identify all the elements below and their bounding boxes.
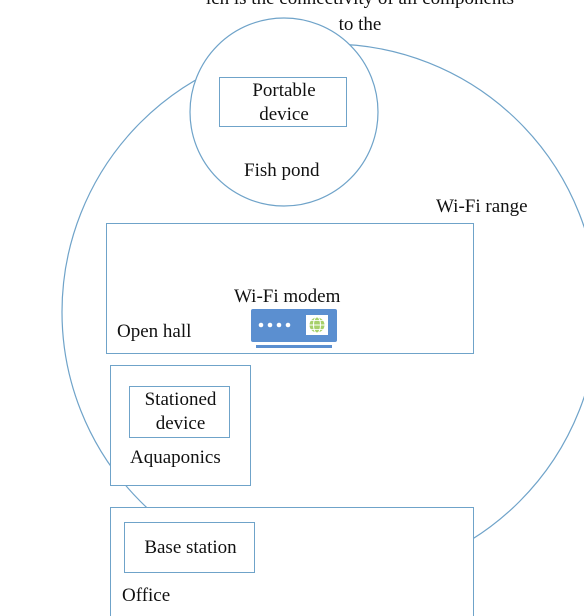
wifi-modem-icon xyxy=(251,309,337,348)
base-station-box: Base station xyxy=(124,522,255,573)
portable-device-box: Portable device xyxy=(219,77,347,127)
portable-device-label-line1: Portable xyxy=(252,80,316,101)
wifi-modem-label: Wi-Fi modem xyxy=(234,286,341,307)
base-station-label: Base station xyxy=(144,537,237,558)
office-box: Base station Office xyxy=(110,507,474,616)
aquaponics-label: Aquaponics xyxy=(130,447,221,468)
aquaponics-box: Stationed device Aquaponics xyxy=(110,365,251,486)
stationed-device-box: Stationed device xyxy=(129,386,230,438)
stationed-device-label-line2: device xyxy=(155,413,206,434)
open-hall-label: Open hall xyxy=(117,321,192,342)
stationed-device-label-line1: Stationed xyxy=(144,389,217,410)
header-cut-text: ich is the connectivity of all component… xyxy=(206,0,514,35)
portable-device-label-line2: device xyxy=(259,104,309,125)
wifi-range-label: Wi-Fi range xyxy=(436,196,528,217)
office-label: Office xyxy=(122,585,171,606)
fish-pond-label: Fish pond xyxy=(244,160,320,181)
